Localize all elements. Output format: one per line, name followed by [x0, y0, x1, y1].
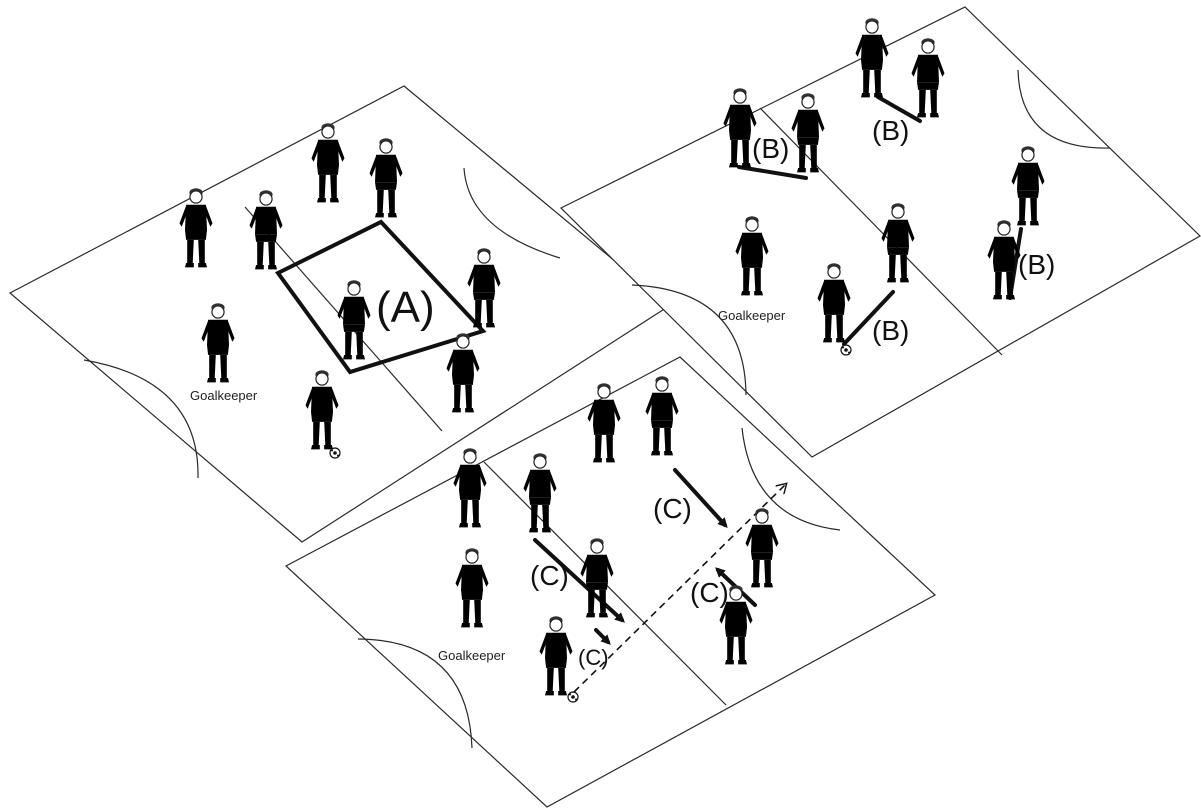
soccer-ball-icon [568, 692, 578, 702]
label-c-3: (C) [690, 577, 729, 608]
goalkeeper-label-1: Goalkeeper [190, 388, 258, 403]
label-b-3: (B) [872, 315, 909, 346]
soccer-ball-icon [330, 448, 340, 458]
label-b-4: (B) [1018, 249, 1055, 280]
soccer-ball-icon [841, 345, 851, 355]
label-a: (A) [376, 283, 435, 332]
goalkeeper-label-2: Goalkeeper [718, 308, 786, 323]
label-c-1: (C) [530, 560, 569, 591]
goalkeeper-label-3: Goalkeeper [438, 648, 506, 663]
label-c-2: (C) [653, 493, 692, 524]
label-b-2: (B) [872, 115, 909, 146]
label-c-4: (C) [578, 645, 609, 670]
label-b-1: (B) [752, 133, 789, 164]
